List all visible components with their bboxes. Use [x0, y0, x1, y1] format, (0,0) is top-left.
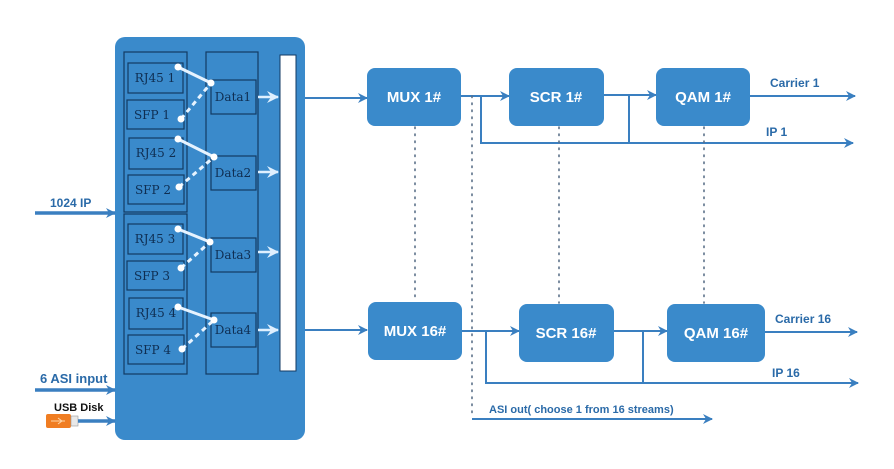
sfp-label: SFP 2: [135, 183, 171, 197]
switch-node: [174, 135, 182, 143]
data-label: Data1: [215, 90, 251, 104]
mux-1-box[interactable]: [367, 68, 461, 126]
rj45-label: RJ45 2: [136, 146, 177, 160]
switch-node: [174, 225, 182, 233]
port-pair-4: RJ45 4 SFP 4 Data4: [127, 297, 279, 365]
qam-1-label: QAM 1#: [675, 89, 732, 106]
input-asi: 6 ASI input: [35, 371, 116, 395]
ip-16-bypass: [485, 331, 859, 388]
data-column: [205, 51, 259, 375]
switch-line-solid: [177, 227, 211, 244]
switch-line-dashed: [179, 240, 212, 270]
carrier-16-label: Carrier 16: [775, 312, 831, 326]
switch-node: [210, 153, 218, 161]
ip-1-label: IP 1: [766, 125, 787, 139]
chain-bottom: MUX 16# SCR 16# QAM 16# Carrier 16 IP 16: [368, 302, 859, 388]
rj45-port[interactable]: [127, 223, 184, 255]
sfp-label: SFP 3: [134, 269, 170, 283]
switch-node: [210, 316, 218, 324]
usb-label: USB Disk: [54, 402, 104, 414]
scr-16-label: SCR 16#: [536, 325, 598, 342]
switch-node: [207, 79, 215, 87]
port-group-2: [123, 213, 188, 375]
switch-node: [206, 238, 214, 246]
switch-line-dashed: [179, 82, 213, 120]
mux-16-label: MUX 16#: [384, 323, 447, 340]
port-pair-1: RJ45 1 SFP 1 Data1: [126, 62, 279, 130]
switch-line-solid: [177, 65, 212, 85]
sfp-label: SFP 4: [135, 343, 171, 357]
sfp-port[interactable]: [126, 99, 185, 130]
qam-16-label: QAM 16#: [684, 325, 749, 342]
data-label: Data3: [215, 248, 251, 262]
asi-out: ASI out( choose 1 from 16 streams): [472, 404, 713, 424]
switch-line-solid: [177, 137, 215, 159]
sfp-port[interactable]: [127, 174, 185, 205]
mux-1-label: MUX 1#: [387, 89, 442, 106]
rj45-label: RJ45 4: [136, 306, 177, 320]
asi-out-label: ASI out( choose 1 from 16 streams): [489, 404, 674, 416]
ip-16-label: IP 16: [772, 366, 800, 380]
switch-line-dashed: [180, 318, 216, 351]
data-block: [210, 79, 257, 115]
scr-1-box[interactable]: [509, 68, 604, 126]
usb-disk-icon: [46, 414, 79, 428]
rj45-port[interactable]: [128, 297, 184, 330]
data-block: [210, 312, 257, 348]
mux-16-box[interactable]: [368, 302, 462, 360]
switch-node: [175, 183, 183, 191]
switch-node: [177, 115, 185, 123]
carrier-1-label: Carrier 1: [770, 76, 820, 90]
scr-16-box[interactable]: [519, 304, 614, 362]
input-1024-ip: 1024 IP: [35, 196, 116, 218]
switch-node: [177, 264, 185, 272]
data-block: [210, 155, 257, 191]
data-block: [210, 237, 257, 273]
switch-line-solid: [177, 305, 215, 322]
rj45-label: RJ45 1: [135, 71, 176, 85]
port-pair-2: RJ45 2 SFP 2 Data2: [127, 135, 279, 205]
ip-input-label: 1024 IP: [50, 196, 91, 210]
qam-1-box[interactable]: [656, 68, 750, 126]
sfp-label: SFP 1: [134, 108, 170, 122]
rj45-port[interactable]: [127, 62, 184, 94]
switch-node: [174, 63, 182, 71]
switch-line-dashed: [178, 155, 215, 189]
sfp-port[interactable]: [126, 260, 185, 291]
rj45-label: RJ45 3: [135, 232, 176, 246]
port-group-1: [123, 51, 188, 213]
data-label: Data4: [215, 323, 252, 337]
scr-1-label: SCR 1#: [530, 89, 583, 106]
backplane-bus: [279, 54, 297, 372]
rj45-port[interactable]: [128, 137, 184, 170]
chain-top: MUX 1# SCR 1# QAM 1# Carrier 1 IP 1: [367, 68, 856, 148]
data-label: Data2: [215, 166, 251, 180]
port-pair-3: RJ45 3 SFP 3 Data3: [126, 223, 279, 291]
input-usb: USB Disk: [46, 402, 116, 428]
qam-16-box[interactable]: [667, 304, 765, 362]
switch-node: [178, 345, 186, 353]
asi-input-label: 6 ASI input: [40, 371, 108, 386]
ip-1-bypass: [480, 96, 854, 148]
switch-node: [174, 303, 182, 311]
